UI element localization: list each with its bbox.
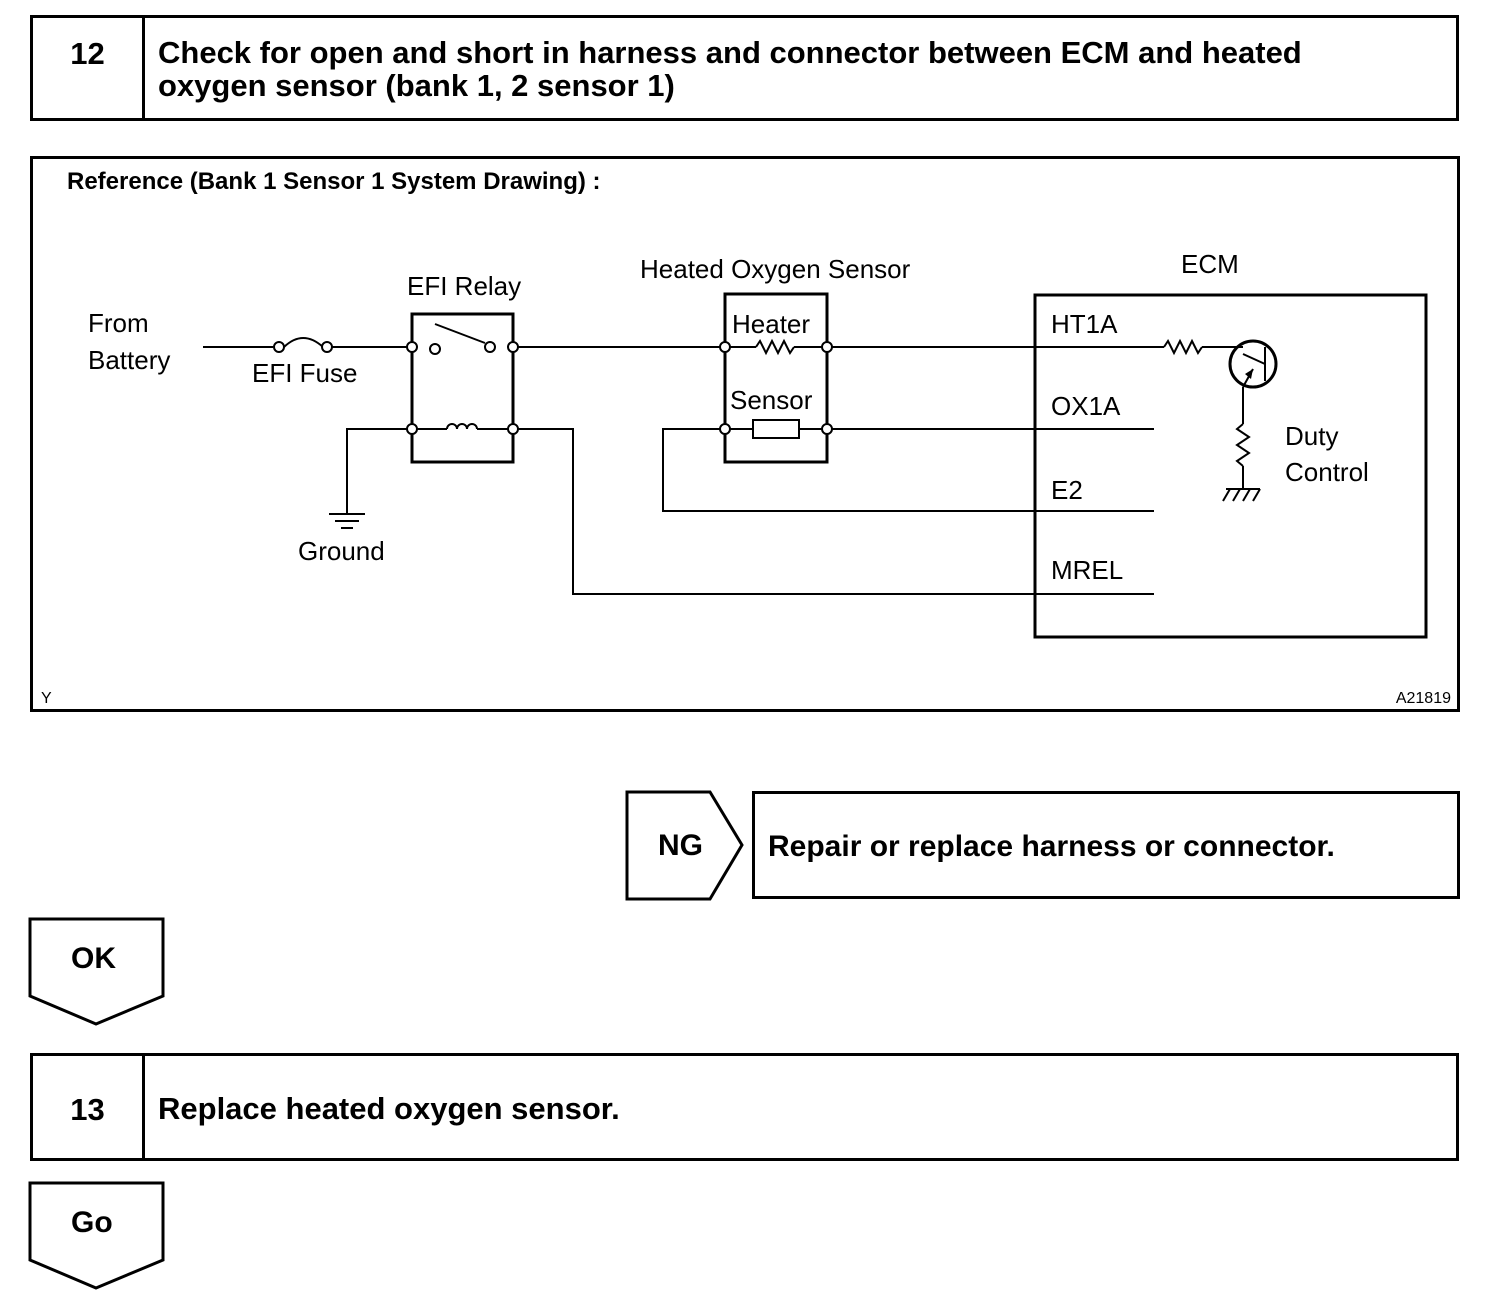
ecm-label: ECM bbox=[1181, 249, 1239, 279]
duty-control-label-2: Control bbox=[1285, 457, 1369, 487]
pin-ht1a: HT1A bbox=[1051, 309, 1118, 339]
e2-wire bbox=[662, 428, 1154, 512]
pin-e2: E2 bbox=[1051, 475, 1083, 505]
ground-label: Ground bbox=[298, 536, 385, 566]
ng-label: NG bbox=[658, 829, 703, 862]
corner-mark: Y bbox=[41, 690, 52, 707]
chassis-ground-icon bbox=[1242, 488, 1251, 502]
relay-terminal bbox=[507, 423, 519, 435]
efi-relay-label: EFI Relay bbox=[407, 271, 521, 301]
ng-action-box: Repair or replace harness or connector. bbox=[752, 791, 1460, 899]
from-battery-label-2: Battery bbox=[88, 345, 170, 375]
heated-oxygen-sensor-box bbox=[723, 292, 829, 464]
chassis-ground-icon bbox=[1222, 488, 1231, 502]
sensor-label: Sensor bbox=[730, 385, 813, 415]
sensor-element bbox=[752, 419, 800, 439]
duty-resistor bbox=[1235, 423, 1251, 467]
step-13-box: 13 Replace heated oxygen sensor. bbox=[30, 1053, 1459, 1161]
chassis-ground-icon bbox=[1232, 488, 1241, 502]
step-title-line-1: Check for open and short in harness and … bbox=[158, 35, 1302, 70]
chassis-ground-icon bbox=[1252, 488, 1261, 502]
efi-fuse-label: EFI Fuse bbox=[252, 358, 357, 388]
relay-terminal bbox=[406, 341, 418, 353]
reference-title: Reference (Bank 1 Sensor 1 System Drawin… bbox=[67, 168, 601, 195]
duty-control-label-1: Duty bbox=[1285, 421, 1338, 451]
heater-resistor bbox=[755, 338, 795, 356]
ng-arrow-icon bbox=[625, 790, 744, 901]
fuse-terminal-right bbox=[321, 341, 333, 353]
ecm-resistor bbox=[1163, 338, 1203, 356]
ground-wire bbox=[346, 428, 407, 514]
wiring-diagram-frame: Reference (Bank 1 Sensor 1 System Drawin… bbox=[30, 156, 1460, 712]
step-title-line-2: oxygen sensor (bank 1, 2 sensor 1) bbox=[158, 68, 675, 103]
relay-switch-contact bbox=[429, 343, 441, 355]
step-title: Replace heated oxygen sensor. bbox=[158, 1091, 620, 1126]
relay-coil bbox=[446, 423, 478, 430]
figure-id: A21819 bbox=[1396, 690, 1451, 707]
go-label: Go bbox=[71, 1206, 113, 1239]
mrel-wire bbox=[518, 428, 1154, 595]
sensor-terminal bbox=[821, 423, 833, 435]
fuse-element bbox=[283, 337, 324, 348]
from-battery-label-1: From bbox=[88, 308, 149, 338]
step-12-box: 12 Check for open and short in harness a… bbox=[30, 15, 1459, 121]
pin-mrel: MREL bbox=[1051, 555, 1123, 585]
step-number: 13 bbox=[33, 1056, 145, 1158]
transistor-lead bbox=[1242, 353, 1266, 365]
ok-arrow-icon bbox=[28, 917, 165, 1026]
go-branch-marker: Go bbox=[28, 1181, 165, 1290]
heater-label: Heater bbox=[732, 309, 810, 339]
transistor-arrow-icon bbox=[1245, 369, 1253, 379]
relay-terminal bbox=[507, 341, 519, 353]
sensor-terminal bbox=[719, 341, 731, 353]
ecm-box bbox=[1033, 293, 1428, 639]
transistor-icon bbox=[1228, 339, 1278, 389]
heated-oxygen-sensor-label: Heated Oxygen Sensor bbox=[640, 254, 911, 284]
fuse-terminal-left bbox=[273, 341, 285, 353]
sensor-terminal bbox=[821, 341, 833, 353]
efi-relay-box bbox=[410, 312, 515, 464]
step-number: 12 bbox=[33, 18, 145, 118]
pin-ox1a: OX1A bbox=[1051, 391, 1121, 421]
sensor-terminal bbox=[719, 423, 731, 435]
ng-branch-marker: NG bbox=[625, 790, 744, 901]
relay-terminal bbox=[406, 423, 418, 435]
go-arrow-icon bbox=[28, 1181, 165, 1290]
relay-switch-contact bbox=[484, 341, 496, 353]
relay-switch-arm bbox=[434, 323, 486, 344]
ng-action-text: Repair or replace harness or connector. bbox=[768, 830, 1335, 863]
wiring-diagram: Reference (Bank 1 Sensor 1 System Drawin… bbox=[41, 168, 1451, 707]
ok-label: OK bbox=[71, 942, 116, 975]
step-title: Check for open and short in harness and … bbox=[158, 36, 1448, 102]
ok-branch-marker: OK bbox=[28, 917, 165, 1026]
